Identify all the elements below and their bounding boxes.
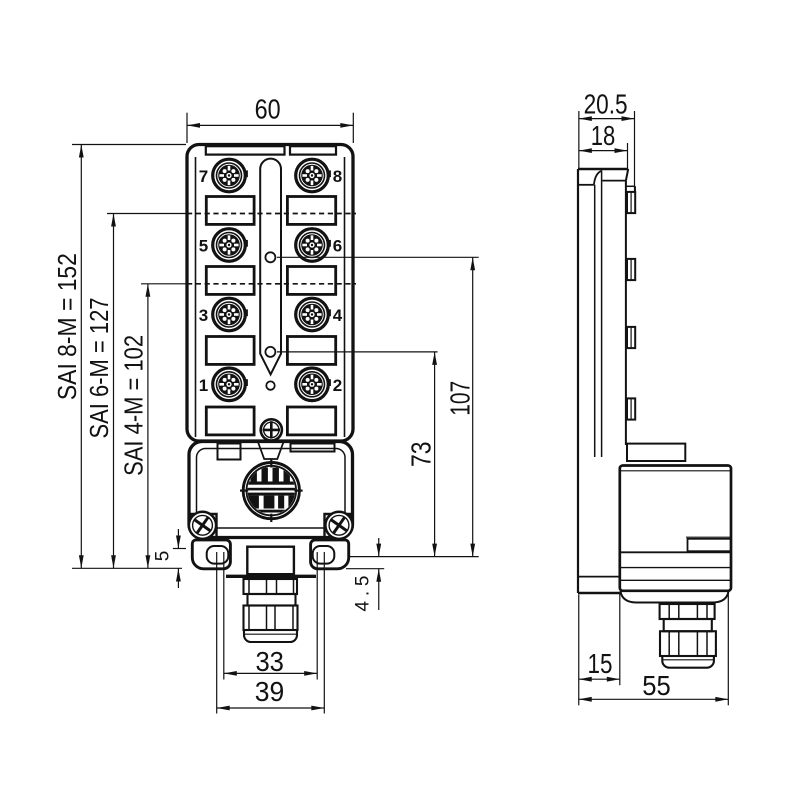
svg-text:1: 1 bbox=[199, 376, 208, 395]
svg-text:SAI 8-M = 152: SAI 8-M = 152 bbox=[52, 253, 82, 400]
svg-text:SAI 6-M = 127: SAI 6-M = 127 bbox=[84, 298, 114, 439]
svg-text:5: 5 bbox=[199, 237, 208, 256]
svg-text:4: 4 bbox=[333, 306, 343, 325]
svg-text:20.5: 20.5 bbox=[584, 88, 628, 119]
svg-text:SAI 4-M = 102: SAI 4-M = 102 bbox=[119, 335, 149, 476]
svg-text:39: 39 bbox=[255, 676, 285, 707]
svg-text:15: 15 bbox=[588, 648, 613, 679]
svg-text:18: 18 bbox=[591, 120, 616, 151]
svg-text:4.5: 4.5 bbox=[352, 576, 373, 612]
svg-text:5: 5 bbox=[152, 551, 173, 562]
svg-text:73: 73 bbox=[406, 442, 437, 468]
svg-text:55: 55 bbox=[642, 670, 671, 701]
svg-text:7: 7 bbox=[199, 167, 208, 186]
svg-text:3: 3 bbox=[199, 306, 208, 325]
svg-text:107: 107 bbox=[444, 381, 475, 416]
svg-text:6: 6 bbox=[333, 237, 342, 256]
svg-text:8: 8 bbox=[333, 167, 342, 186]
svg-text:60: 60 bbox=[255, 94, 281, 125]
svg-text:2: 2 bbox=[333, 376, 342, 395]
svg-text:33: 33 bbox=[255, 646, 284, 677]
